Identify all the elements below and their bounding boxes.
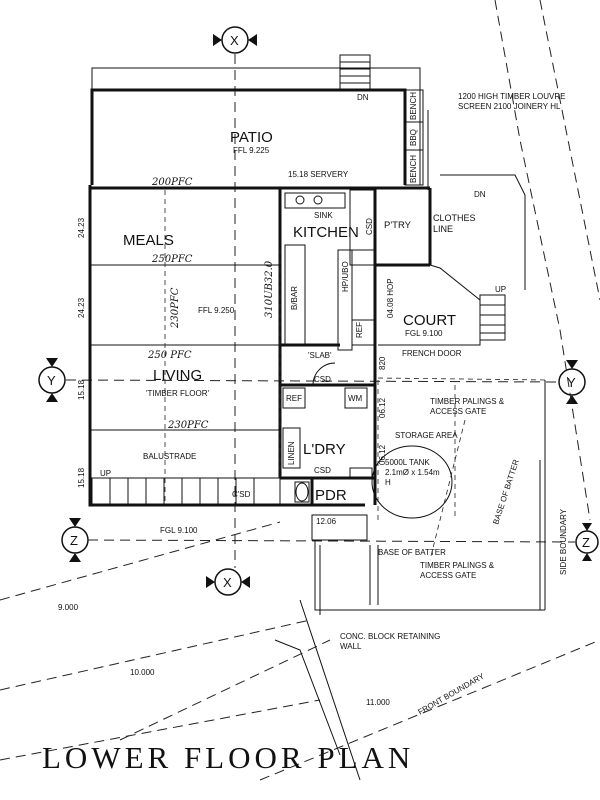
ref-label-2: REF: [355, 322, 364, 338]
dim-1518-a: 15.18: [77, 379, 86, 400]
handwritten-230pfc-a: 230PFC: [170, 287, 181, 329]
up-right-label: UP: [495, 285, 506, 294]
dn-right-label: DN: [474, 190, 486, 199]
gridline-z: [87, 539, 576, 543]
svg-text:X: X: [223, 575, 232, 590]
svg-text:Z: Z: [582, 535, 590, 550]
csd-label-kitchen: CSD: [365, 218, 374, 235]
room-living: LIVING: [153, 367, 202, 384]
room-court: COURT: [403, 312, 456, 329]
section-marker-z-left: Z: [61, 518, 89, 562]
svg-text:Y: Y: [47, 373, 56, 388]
side-boundary-label: SIDE BOUNDARY: [559, 508, 568, 575]
dim-2423-a: 24.23: [77, 217, 86, 238]
room-powder: PDR: [315, 487, 347, 504]
dim-2423-b: 24.23: [77, 297, 86, 318]
servery-label: 15.18 SERVERY: [288, 170, 349, 179]
ref-label-1: REF: [286, 394, 302, 403]
timber-palings-note-1: TIMBER PALINGS & ACCESS GATE: [430, 397, 504, 416]
room-pantry: P'TRY: [384, 220, 412, 231]
up-left-label: UP: [100, 469, 111, 478]
clothes-line-label: CLOTHES LINE: [433, 213, 476, 234]
section-marker-z-right: Z: [575, 523, 599, 561]
csd-label-stairs: C'SD: [232, 490, 251, 499]
fgl-bottom: FGL 9.100: [160, 526, 198, 535]
room-patio: PATIO: [230, 129, 273, 146]
plan-title: LOWER FLOOR PLAN: [42, 740, 414, 775]
site-lines: [0, 0, 600, 781]
hpubo-label: HP/UBO: [341, 261, 350, 292]
bench-label-1: BENCH: [409, 92, 418, 120]
contour-9: 9.000: [58, 603, 79, 612]
handwritten-230pfc-b: 230PFC: [167, 420, 209, 431]
bbq-label: BBQ: [409, 129, 418, 146]
storage-area-label: STORAGE AREA: [395, 431, 458, 440]
csd-label-laundry: CSD: [314, 466, 331, 475]
slab-label: 'SLAB': [308, 351, 332, 360]
gridline-y: [65, 379, 559, 383]
timber-palings-note-2: TIMBER PALINGS & ACCESS GATE: [420, 561, 494, 580]
balustrade-label: BALUSTRADE: [143, 452, 196, 461]
dim-1206: 12.06: [316, 517, 337, 526]
louvre-screen-note: 1200 HIGH TIMBER LOUVRE SCREEN 2100 JOIN…: [458, 92, 565, 111]
dn-top-label: DN: [357, 93, 369, 102]
section-marker-y-right: Y: [558, 360, 586, 404]
bench-label-2: BENCH: [409, 155, 418, 183]
tank-label: 5000L TANK 2.1mØ x 1.54m H: [385, 458, 440, 487]
room-kitchen: KITCHEN: [293, 224, 359, 241]
handwritten-250pfc-b: 250 PFC: [147, 350, 192, 361]
room-laundry: L'DRY: [303, 441, 346, 458]
patio-outline: [90, 54, 429, 190]
dim-0612-a: 06.12: [378, 397, 387, 418]
contour-11: 11.000: [366, 698, 390, 707]
handwritten-250pfc-a: 250PFC: [151, 254, 193, 265]
section-marker-y-left: Y: [38, 358, 66, 402]
linen-label: LINEN: [287, 441, 296, 465]
main-ffl: FFL 9.250: [198, 306, 235, 315]
bbar-label: B/BAR: [290, 286, 299, 310]
retaining-wall-note: CONC. BLOCK RETAINING WALL: [340, 632, 440, 651]
sink-label: SINK: [314, 211, 333, 220]
dim-1518-b: 15.18: [77, 467, 86, 488]
section-marker-x-bottom: X: [206, 568, 250, 596]
stairs-bottom-left: [91, 477, 281, 506]
csd-label-slab: CSD: [314, 375, 331, 384]
hop-label: 04.08 HOP: [386, 278, 395, 318]
base-batter-note-1: BASE OF BATTER: [491, 458, 521, 526]
court-fgl: FGL 9.100: [405, 329, 443, 338]
french-door-label: FRENCH DOOR: [402, 349, 462, 358]
contour-10: 10.000: [130, 668, 155, 677]
handwritten-beam: 310UB32.0: [264, 260, 275, 318]
timber-floor-label: 'TIMBER FLOOR': [146, 389, 210, 398]
wm-label: WM: [348, 394, 363, 403]
section-marker-x-top: X: [213, 26, 257, 54]
court-area: [311, 264, 549, 615]
patio-ffl: FFL 9.225: [233, 146, 270, 155]
handwritten-200pfc: 200PFC: [151, 177, 193, 188]
room-meals: MEALS: [123, 232, 174, 249]
svg-text:X: X: [230, 33, 239, 48]
kitchen-fixtures: [282, 189, 376, 503]
house-walls: [88, 185, 432, 507]
base-batter-note-2: BASE OF BATTER: [378, 548, 446, 557]
svg-text:Z: Z: [70, 533, 78, 548]
svg-text:Y: Y: [567, 375, 576, 390]
dim-820: 820: [378, 356, 387, 370]
front-boundary-label: FRONT BOUNDARY: [417, 671, 487, 717]
dim-0612-b: 06.12: [378, 444, 387, 465]
